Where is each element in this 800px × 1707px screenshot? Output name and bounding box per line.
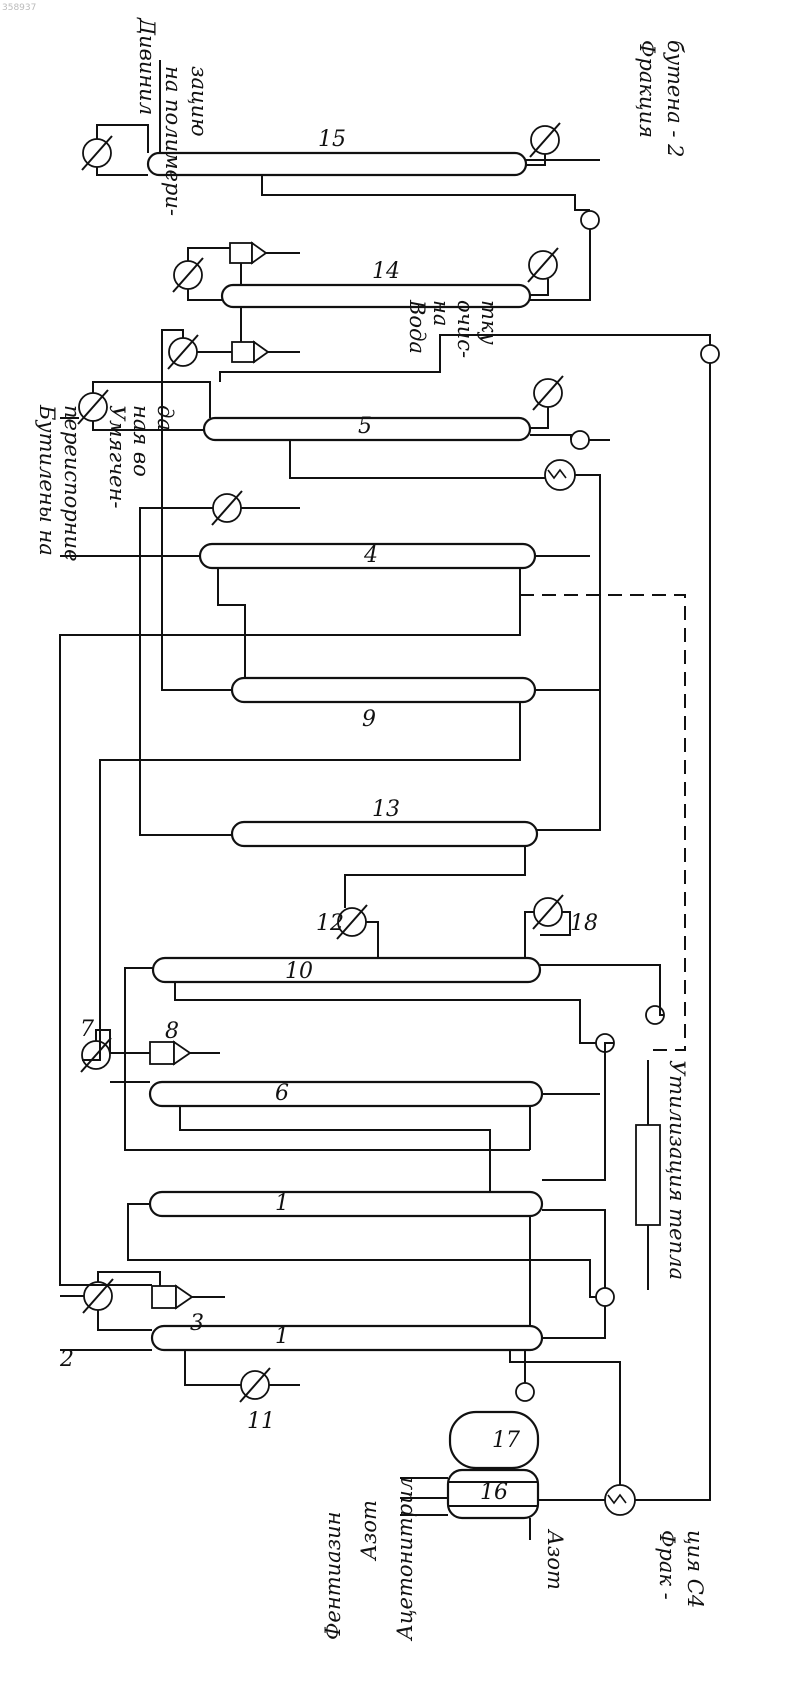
label-5: 5 (358, 414, 372, 439)
condenser-4-top (212, 491, 242, 525)
label-15: 15 (318, 127, 346, 152)
svg-text:Умягчен-: Умягчен- (105, 405, 129, 509)
label-14: 14 (372, 259, 400, 284)
label-3: 3 (190, 1311, 204, 1336)
column-4: 4 (200, 543, 535, 568)
reboiler-14 (528, 248, 558, 282)
label-heat-recovery: Утилизация тепла (665, 1060, 689, 1280)
svg-text:Фрак -: Фрак - (655, 1530, 679, 1600)
svg-text:на: на (429, 300, 453, 326)
svg-text:Ацетонитрил: Ацетонитрил (393, 1477, 417, 1642)
separator-14-water (232, 342, 268, 362)
label-butene-2: Фракция бутена - 2 (635, 40, 687, 158)
reboiler-15 (530, 123, 560, 157)
label-softened-water: Умягчен- ная во да (105, 405, 177, 509)
column-6: 6 (150, 1081, 542, 1106)
svg-text:Бутилены на: Бутилены на (35, 404, 59, 556)
heat-exchanger-c4-feed (605, 1485, 635, 1515)
label-13: 13 (372, 797, 400, 822)
label-8: 8 (165, 1019, 179, 1044)
label-16: 16 (480, 1480, 508, 1505)
svg-text:Дивинил: Дивинил (135, 17, 159, 115)
condenser-14-top (173, 258, 203, 292)
svg-text:Фентиазин: Фентиазин (321, 1512, 345, 1640)
condenser-2: 2 (59, 1279, 113, 1372)
svg-text:Азот: Азот (543, 1528, 567, 1590)
svg-text:тку: тку (477, 300, 501, 345)
vessel-17: 17 (450, 1412, 538, 1468)
label-acetonitrile: Ацетонитрил (393, 1477, 417, 1642)
label-18: 18 (570, 911, 598, 936)
heat-recovery-unit (636, 1125, 660, 1225)
svg-text:ная во: ная во (129, 405, 153, 477)
svg-text:Фракция: Фракция (635, 40, 659, 138)
label-1-lower: 1 (275, 1324, 289, 1349)
heat-exchanger-18: 18 (533, 895, 598, 936)
label-4: 4 (363, 543, 378, 568)
label-nitrogen-bottom: Азот (543, 1528, 567, 1590)
column-1-lower: 1 (152, 1324, 542, 1350)
separator-14-top (230, 243, 266, 263)
condenser-14-water (168, 335, 198, 369)
heat-exchanger-11: 11 (240, 1368, 275, 1434)
label-7: 7 (80, 1017, 94, 1042)
svg-text:Вода: Вода (405, 299, 429, 354)
svg-text:зацию: зацию (187, 66, 211, 137)
svg-text:переиспорние: переиспорние (60, 405, 84, 562)
svg-text:бутена - 2: бутена - 2 (663, 40, 687, 158)
column-10: 10 (153, 958, 540, 984)
label-nitrogen: Азот (357, 1500, 381, 1562)
label-c4-fraction: Фрак - ция С4 (655, 1530, 707, 1608)
column-13: 13 (232, 797, 537, 846)
label-butylenes: Бутилены на переиспорние (35, 404, 84, 562)
column-9: 9 (232, 678, 535, 732)
separator-8: 8 (150, 1019, 190, 1064)
svg-text:Азот: Азот (357, 1500, 381, 1562)
condenser-15-top (82, 136, 112, 170)
label-6: 6 (275, 1081, 289, 1106)
label-1-upper: 1 (275, 1191, 289, 1216)
svg-text:да: да (153, 405, 177, 431)
svg-text:ция С4: ция С4 (683, 1530, 707, 1608)
reboiler-5 (533, 376, 563, 410)
label-10: 10 (285, 959, 313, 984)
column-5: 5 (204, 414, 530, 440)
label-11: 11 (247, 1409, 275, 1434)
label-divinyl: Дивинил на полимери- зацию (135, 17, 211, 216)
heat-exchanger-12: 12 (316, 905, 367, 939)
svg-text:очис-: очис- (453, 300, 477, 358)
svg-text:Утилизация тепла: Утилизация тепла (665, 1060, 689, 1280)
svg-text:на полимери-: на полимери- (161, 66, 185, 216)
label-9: 9 (362, 707, 376, 732)
condenser-7: 7 (80, 1017, 111, 1072)
label-water-to-treatment: Вода на очис- тку (405, 299, 501, 358)
heat-exchanger-5-4 (545, 460, 575, 490)
vessel-16: 16 (448, 1470, 538, 1518)
column-1-upper: 1 (150, 1191, 542, 1216)
label-12: 12 (316, 911, 344, 936)
label-17: 17 (492, 1428, 520, 1453)
label-phentiazine: Фентиазин (321, 1512, 345, 1640)
corner-id: 358937 (2, 3, 36, 13)
